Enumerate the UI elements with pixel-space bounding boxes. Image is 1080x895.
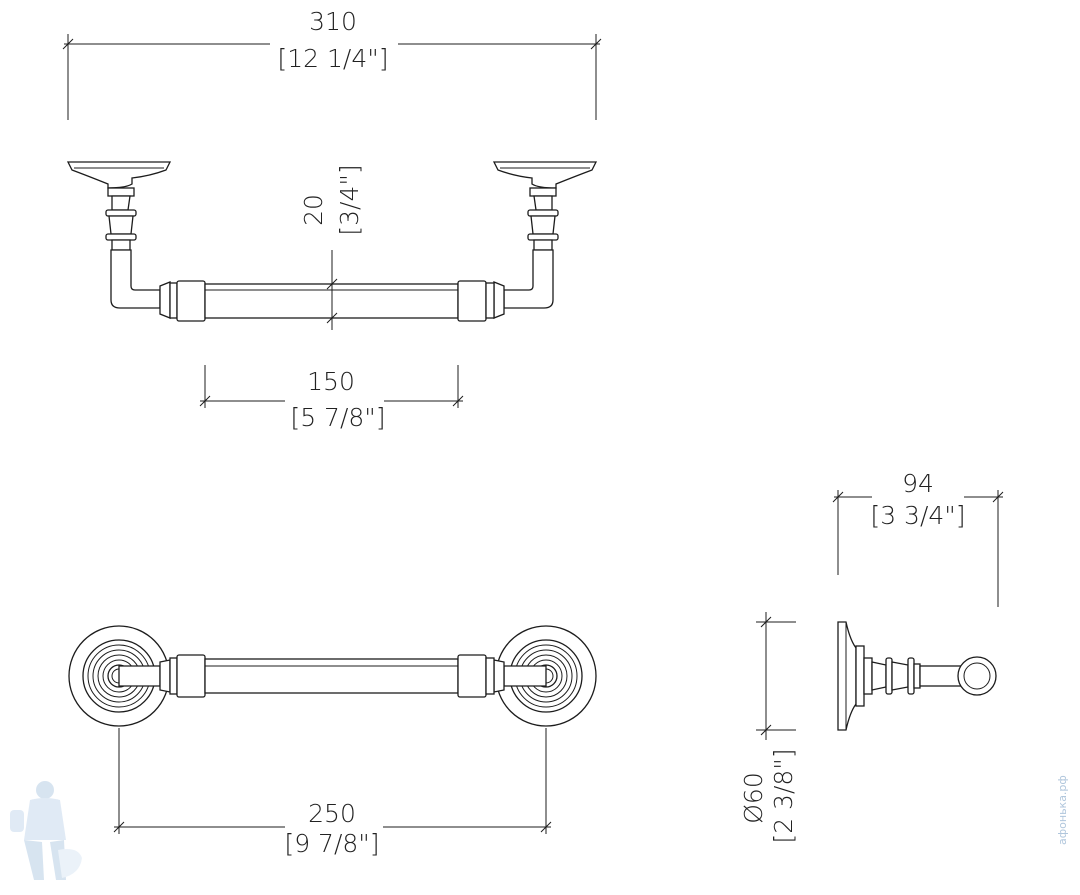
center-distance-inch: [9 7/8"] bbox=[284, 829, 379, 858]
bar-diameter-inch: [3/4"] bbox=[335, 164, 364, 235]
plumber-mascot-logo bbox=[10, 781, 82, 880]
right-rosette bbox=[493, 625, 597, 727]
dimension-depth: 94 [3 3/4"] bbox=[832, 469, 1004, 607]
left-rosette bbox=[68, 625, 171, 727]
dimension-rosette-diameter: Ø60 [2 3/8"] bbox=[739, 612, 798, 844]
overall-width-mm: 310 bbox=[309, 7, 357, 36]
left-flange bbox=[66, 161, 172, 319]
dimension-bar-diameter: 20 [3/4"] bbox=[299, 164, 364, 330]
side-view bbox=[837, 621, 997, 731]
dimension-center-distance: 250 [9 7/8"] bbox=[113, 728, 552, 858]
center-distance-mm: 250 bbox=[308, 799, 356, 828]
front-view bbox=[66, 161, 598, 322]
depth-inch: [3 3/4"] bbox=[870, 501, 965, 530]
rosette-diameter-inch: [2 3/8"] bbox=[769, 748, 798, 843]
plan-view bbox=[68, 625, 597, 727]
dimension-overall-width: 310 [12 1/4"] bbox=[62, 7, 602, 120]
right-flange bbox=[492, 161, 598, 319]
watermark-text: афонька.рф bbox=[1056, 775, 1069, 845]
bar-length-inch: [5 7/8"] bbox=[290, 403, 385, 432]
overall-width-inch: [12 1/4"] bbox=[278, 44, 389, 73]
bar-diameter-mm: 20 bbox=[299, 194, 328, 226]
dimension-bar-length: 150 [5 7/8"] bbox=[199, 365, 464, 432]
rosette-diameter-mm: Ø60 bbox=[739, 772, 768, 824]
depth-mm: 94 bbox=[902, 469, 934, 498]
bar-length-mm: 150 bbox=[307, 367, 355, 396]
